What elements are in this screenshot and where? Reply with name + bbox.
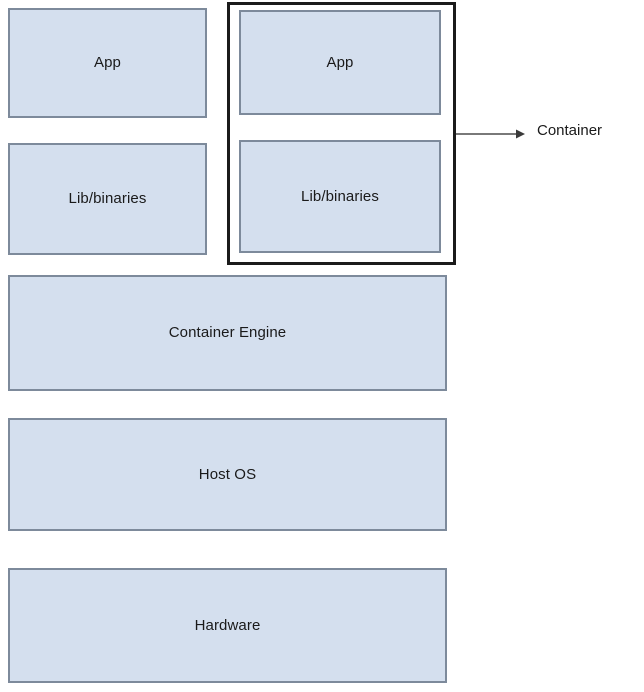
container-label: Container <box>537 122 603 139</box>
node-app-right[interactable]: App <box>239 10 441 115</box>
node-app-left[interactable]: App <box>8 8 207 118</box>
container-callout-arrow-icon <box>456 129 525 139</box>
node-label: Host OS <box>198 465 257 483</box>
node-label: Container Engine <box>168 324 287 341</box>
node-lib-binaries-left[interactable]: Lib/binaries <box>8 143 207 255</box>
node-host-os[interactable]: Host OS <box>8 418 447 531</box>
node-label: App <box>94 54 121 71</box>
node-container-engine[interactable]: Container Engine <box>8 275 447 391</box>
node-label: Lib/binaries <box>68 190 147 207</box>
node-lib-binaries-right[interactable]: Lib/binaries <box>239 140 441 253</box>
node-hardware[interactable]: Hardware <box>8 568 447 683</box>
node-label: App <box>326 53 354 71</box>
node-label: Hardware <box>194 616 261 634</box>
node-label: Lib/binaries <box>301 187 379 205</box>
arrowhead-icon <box>516 129 525 139</box>
